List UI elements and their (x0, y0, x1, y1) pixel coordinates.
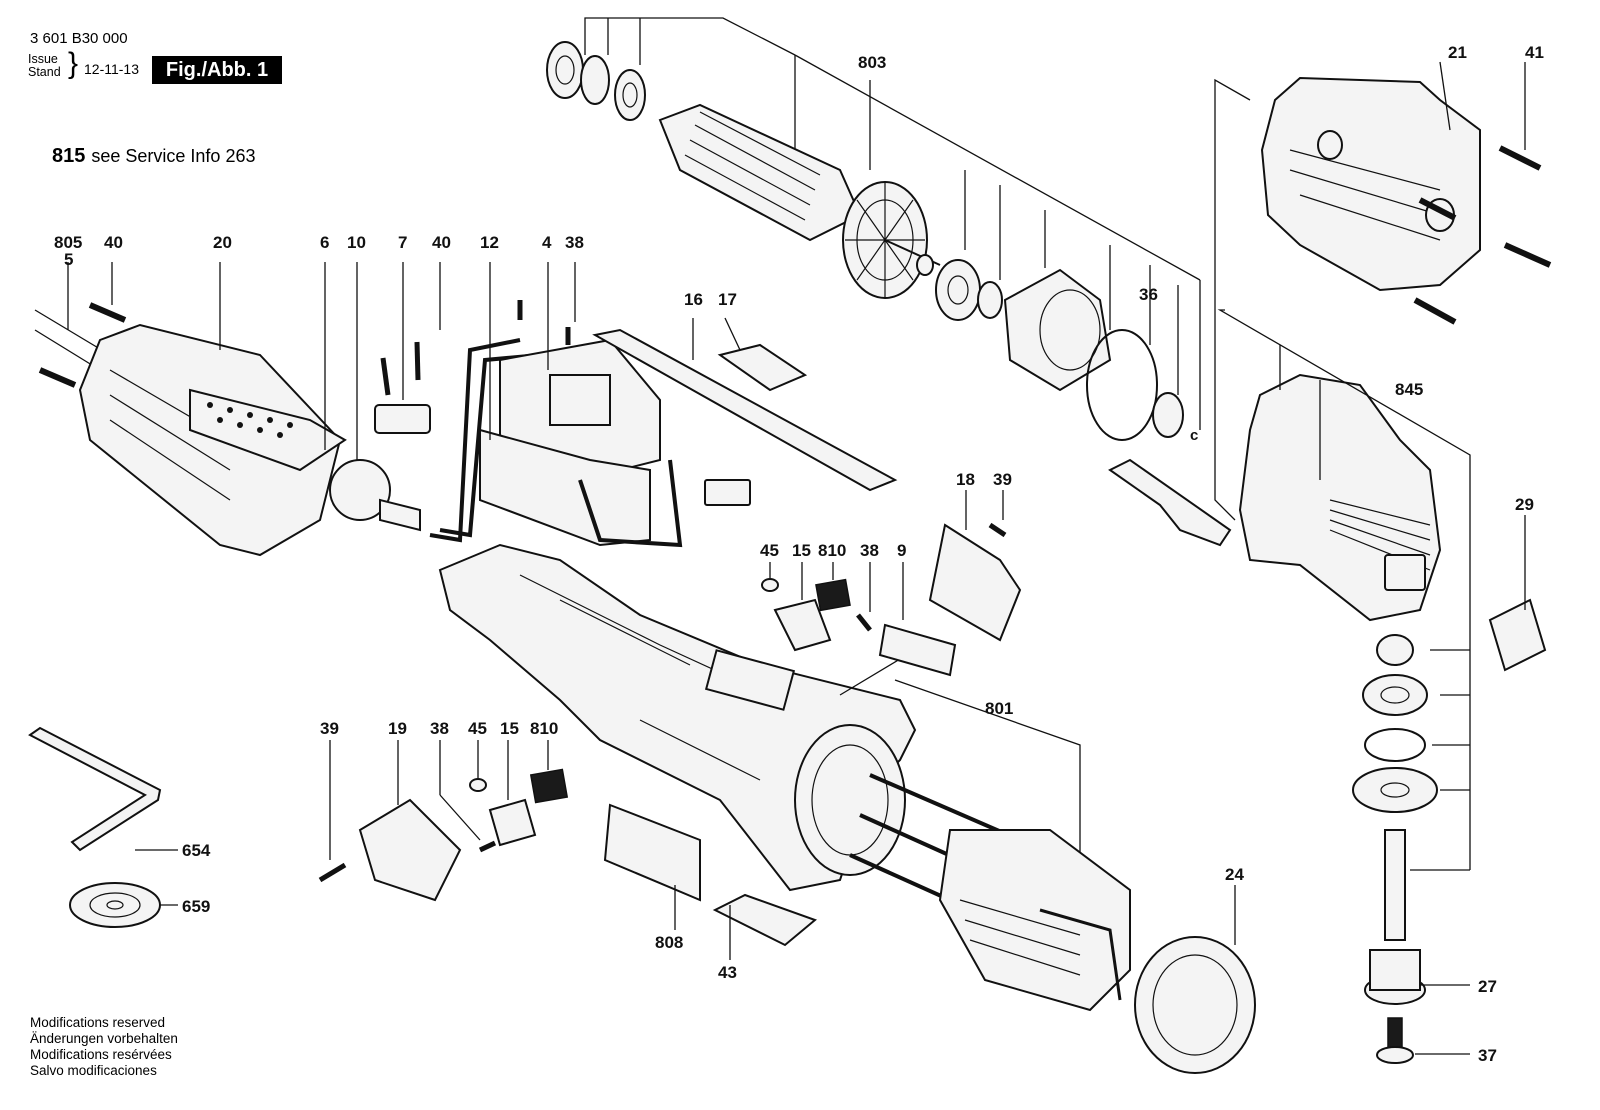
bearing-flange (1003, 268, 1112, 392)
callout-659: 659 (182, 897, 210, 916)
callout-38-top: 38 (565, 233, 584, 252)
brush-set-upper (761, 490, 1022, 677)
washer (580, 55, 610, 105)
callout-39-lower: 39 (320, 719, 339, 738)
carbon-brush-2 (529, 768, 569, 804)
callout-6: 6 (320, 233, 329, 252)
brace-glyph: } (68, 47, 79, 80)
footer-line-de: Änderungen vorbehalten (30, 1031, 178, 1046)
callout-5: 5 (64, 250, 73, 269)
issue-date: 12-11-13 (84, 61, 140, 77)
callout-15-lower: 15 (500, 719, 519, 738)
switch-cap (717, 343, 808, 392)
issue-label-de: Stand (28, 65, 61, 79)
footer-line-fr: Modifications resérvées (30, 1047, 172, 1062)
figure-label: Fig./Abb. 1 (152, 56, 282, 84)
screw-40a (88, 302, 127, 323)
label-9 (878, 623, 957, 677)
service-note-part: 815 (52, 145, 86, 167)
label-808 (603, 803, 701, 902)
callout-12: 12 (480, 233, 499, 252)
document-number: 3 601 B30 000 (30, 30, 128, 47)
callout-24: 24 (1225, 865, 1244, 884)
callout-36: 36 (1139, 285, 1158, 304)
gear-head-housing (1108, 309, 1547, 1064)
callout-9: 9 (897, 541, 906, 560)
callout-45-lower: 45 (468, 719, 487, 738)
switch-assembly (374, 262, 898, 548)
rear-housing (34, 262, 421, 557)
footer-line-es: Salvo modificaciones (30, 1063, 157, 1078)
clamp-lever (1108, 458, 1232, 547)
issue-label: Issue Stand (28, 53, 61, 79)
hex-key (28, 726, 178, 852)
callout-810-upper: 810 (818, 541, 846, 560)
callout-7: 7 (398, 233, 407, 252)
callout-20: 20 (213, 233, 232, 252)
ball-joint (329, 459, 391, 521)
footer-line-en: Modifications reserved (30, 1015, 166, 1030)
carbon-brush (815, 578, 851, 612)
callout-45-upper: 45 (760, 541, 779, 560)
callout-803: 803 (858, 53, 886, 72)
callout-labels: 803 21 41 805 5 40 20 6 10 7 40 12 4 38 … (54, 43, 1544, 1065)
callout-16: 16 (684, 290, 703, 309)
brush-holder (773, 598, 832, 652)
callout-27: 27 (1478, 977, 1497, 996)
callout-17: 17 (718, 290, 737, 309)
bearing-ring (546, 41, 584, 99)
slide-switch (592, 328, 898, 492)
callout-19: 19 (388, 719, 407, 738)
clamp-block (374, 404, 431, 434)
callout-41: 41 (1525, 43, 1544, 62)
callout-10: 10 (347, 233, 366, 252)
screw-41a (1498, 145, 1542, 171)
clip-29 (1488, 598, 1547, 672)
callout-801: 801 (985, 699, 1013, 718)
o-ring (1086, 329, 1158, 441)
bearing (614, 69, 646, 121)
bearing-2 (935, 259, 981, 321)
armature-group: c (546, 17, 1201, 444)
callout-38-mid: 38 (860, 541, 879, 560)
callout-37: 37 (1478, 1046, 1497, 1065)
brush-cover-2 (358, 798, 462, 902)
field-coil (849, 773, 1131, 1012)
leader-bracket-top (584, 17, 796, 56)
footer-notes: Modifications reserved Änderungen vorbeh… (30, 1015, 178, 1079)
main-housing (438, 543, 1081, 892)
callout-654: 654 (182, 841, 211, 860)
callout-29: 29 (1515, 495, 1534, 514)
callout-845: 845 (1395, 380, 1423, 399)
callout-43: 43 (718, 963, 737, 982)
issue-label-en: Issue (28, 52, 58, 66)
callout-4: 4 (542, 233, 552, 252)
callout-808: 808 (655, 933, 683, 952)
spacer-disc (69, 882, 178, 928)
callout-805: 805 (54, 233, 82, 252)
screw-41b (1503, 242, 1552, 268)
svg-text:c: c (1190, 427, 1198, 444)
spindle (1384, 829, 1406, 941)
callout-810-lower: 810 (530, 719, 558, 738)
callout-18: 18 (956, 470, 975, 489)
brush-cover (928, 523, 1022, 642)
callout-40-right: 40 (432, 233, 451, 252)
callout-39-top: 39 (993, 470, 1012, 489)
callout-40-left: 40 (104, 233, 123, 252)
rear-cap (1134, 885, 1256, 1074)
callout-21: 21 (1448, 43, 1467, 62)
callout-38-lower: 38 (430, 719, 449, 738)
needle-bearing (1152, 392, 1184, 438)
brush-set-lower (318, 740, 569, 902)
service-note-text: see Service Info 263 (91, 146, 256, 166)
armature-core (658, 103, 862, 242)
callout-15-upper: 15 (792, 541, 811, 560)
field-winding (938, 829, 1131, 1012)
label-43 (712, 893, 817, 947)
head-cover (1214, 61, 1552, 521)
